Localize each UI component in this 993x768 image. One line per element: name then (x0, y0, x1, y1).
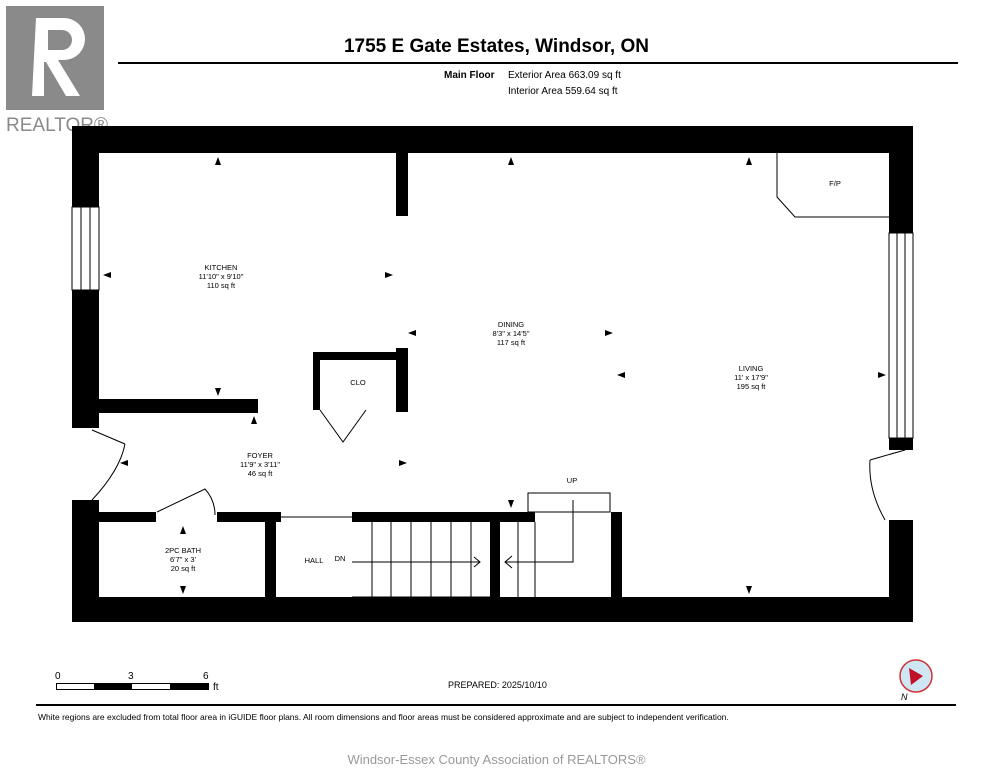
scale-unit: ft (213, 682, 219, 693)
scale-tick: 3 (128, 671, 134, 682)
dimension-arrows (103, 157, 886, 594)
exterior-area: Exterior Area 663.09 sq ft (508, 70, 621, 81)
room-name: FOYER (247, 451, 273, 460)
label-closet: CLO (350, 378, 366, 387)
divider (36, 704, 956, 706)
room-area: 117 sq ft (496, 338, 526, 347)
room-dims: 11'10" x 9'10" (198, 272, 244, 281)
page-title: 1755 E Gate Estates, Windsor, ON (343, 36, 649, 57)
scale-tick: 6 (203, 671, 209, 682)
room-name: DINING (497, 320, 525, 329)
doors-and-fixtures (91, 153, 906, 569)
divider (118, 62, 958, 64)
interior-area: Interior Area 559.64 sq ft (508, 86, 618, 97)
room-area: 20 sq ft (170, 564, 196, 573)
floor-plan-drawing (71, 126, 914, 622)
room-area: 110 sq ft (206, 281, 236, 290)
room-dims: 11'9" x 3'11" (239, 460, 281, 469)
stair-treads (352, 522, 536, 598)
label-down: DN (334, 554, 346, 563)
disclaimer: White regions are excluded from total fl… (38, 712, 729, 722)
floor-name: Main Floor (444, 70, 495, 81)
room-name: 2PC BATH (164, 546, 202, 555)
room-name: LIVING (738, 364, 764, 373)
room-area: 195 sq ft (736, 382, 766, 391)
room-dims: 8'3" x 14'5" (492, 329, 530, 338)
label-up: UP (566, 476, 578, 485)
label-hall: HALL (304, 556, 324, 565)
scale-tick: 0 (55, 671, 61, 682)
compass-icon: N (899, 659, 933, 702)
room-dims: 6'7" x 3' (170, 555, 196, 564)
windows (71, 206, 914, 439)
prepared-date: PREPARED: 2025/10/10 (448, 680, 547, 690)
svg-text:N: N (901, 692, 908, 702)
room-name: KITCHEN (204, 263, 238, 272)
label-fireplace: F/P (829, 179, 841, 188)
room-area: 46 sq ft (247, 469, 273, 478)
room-dims: 11' x 17'9" (734, 373, 768, 382)
footer-credit: Windsor-Essex County Association of REAL… (347, 752, 646, 767)
